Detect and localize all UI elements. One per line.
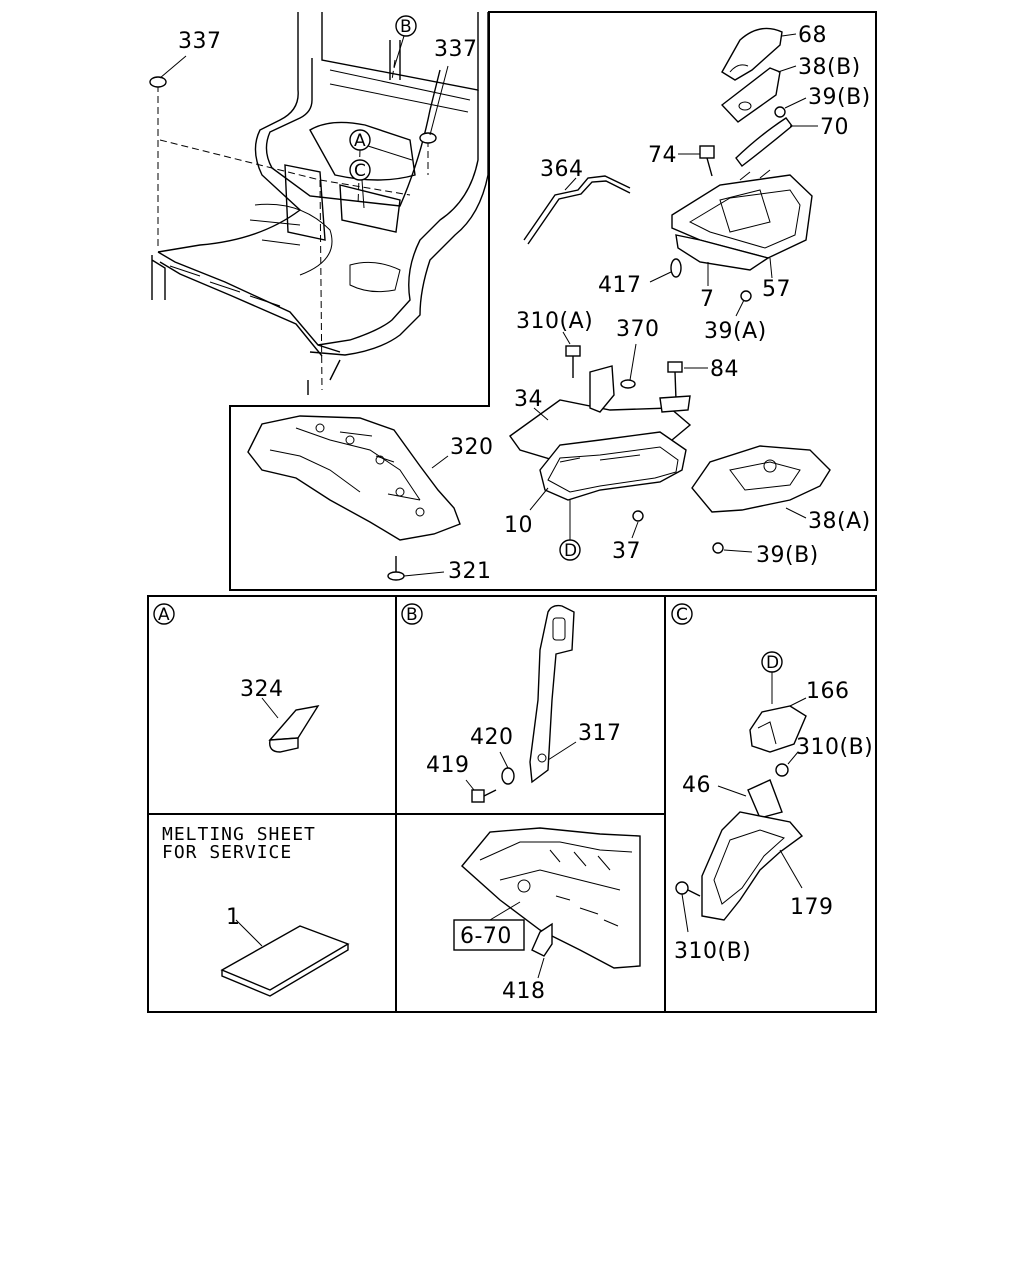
- callout-417: 417: [598, 273, 642, 298]
- screw-39a: [740, 290, 752, 302]
- bolt-74: [699, 145, 715, 177]
- callout-38b: 38(B): [798, 55, 861, 80]
- reference-box: [453, 919, 525, 951]
- callout-321: 321: [448, 559, 492, 584]
- note-line-2: FOR SERVICE: [162, 842, 292, 863]
- callout-46: 46: [682, 773, 711, 798]
- callout-166: 166: [806, 679, 850, 704]
- callout-7: 7: [700, 287, 715, 312]
- circle-a-letter: A: [354, 131, 366, 151]
- callout-337-right: 337: [434, 37, 478, 62]
- callout-310b-top: 310(B): [796, 735, 873, 760]
- part-364-rod: [523, 175, 631, 241]
- callout-179: 179: [790, 895, 834, 920]
- callout-420: 420: [470, 725, 514, 750]
- circle-b-letter: B: [400, 17, 412, 37]
- circle-d-letter: D: [564, 541, 577, 561]
- clip-321: [387, 556, 405, 581]
- bolt-37: [632, 510, 644, 522]
- callout-84: 84: [710, 357, 739, 382]
- panel-a-letter: A: [158, 605, 170, 625]
- callout-324: 324: [240, 677, 284, 702]
- bolt-310b-bottom: [675, 881, 701, 897]
- part-57-battery-holder: [671, 169, 813, 259]
- screw-39b-top: [774, 106, 786, 118]
- callout-74: 74: [648, 143, 677, 168]
- part-10-battery-tray: [539, 431, 687, 501]
- part-324-clip: [268, 705, 320, 753]
- vehicle-floor-overview: [149, 12, 489, 395]
- main-frame: [229, 11, 877, 591]
- callout-370: 370: [616, 317, 660, 342]
- panel-c-d-letter: D: [766, 653, 779, 673]
- panel-b-letter: B: [406, 605, 418, 625]
- callout-317: 317: [578, 721, 622, 746]
- callout-70: 70: [820, 115, 849, 140]
- part-38b-bracket: [720, 67, 781, 123]
- overview-circle-a: A: [349, 129, 413, 161]
- callout-310b-bottom: 310(B): [674, 939, 751, 964]
- washer-420: [501, 767, 515, 785]
- grommet-337-right: [419, 132, 437, 144]
- part-38a-heat-shield: [691, 445, 831, 513]
- panel-c-letter: C: [676, 605, 688, 625]
- part-7-plate: [675, 234, 770, 271]
- main-circle-d: D: [559, 539, 581, 561]
- reference-box-label: 6-70: [460, 924, 512, 949]
- overview-circle-b: B: [393, 15, 417, 69]
- bolt-419: [471, 789, 497, 803]
- overview-circle-c: C: [349, 159, 371, 209]
- panel-c: C D 166 310(B) 46 179 310(B): [671, 603, 873, 964]
- panel-418-detail: 418 6-70: [453, 827, 641, 1004]
- panel-b: B 317 420 419: [401, 603, 622, 803]
- part-179-harness-bracket: [701, 811, 804, 921]
- part-320-floor-insulator: [247, 415, 461, 541]
- callout-57: 57: [762, 277, 791, 302]
- part-1-melting-sheet: [220, 925, 350, 997]
- callout-38a: 38(A): [808, 509, 871, 534]
- callout-310a: 310(A): [516, 309, 593, 334]
- part-418-pad: [531, 922, 553, 957]
- bolt-310a: [565, 345, 581, 378]
- part-166-clip: [749, 705, 807, 753]
- detail-grid: [147, 595, 877, 1013]
- part-317-stay: [529, 604, 575, 784]
- screw-39b-bottom: [712, 542, 724, 554]
- callout-37: 37: [612, 539, 641, 564]
- grommet-370: [620, 379, 636, 389]
- part-70-strap: [735, 117, 793, 167]
- note-line-1: MELTING SHEET: [162, 824, 316, 845]
- grommet-337-left: [149, 76, 167, 88]
- panel-melting-sheet: MELTING SHEET FOR SERVICE 1: [162, 824, 350, 997]
- bolt-84: [667, 361, 683, 401]
- callout-10: 10: [504, 513, 533, 538]
- callout-39b-bottom: 39(B): [756, 543, 819, 568]
- callout-1: 1: [226, 905, 241, 930]
- callout-419: 419: [426, 753, 470, 778]
- callout-39a: 39(A): [704, 319, 767, 344]
- part-46-bracket: [747, 779, 783, 819]
- part-68-cover: [721, 27, 783, 81]
- nut-417: [670, 258, 682, 278]
- callout-34: 34: [514, 387, 543, 412]
- callout-68: 68: [798, 23, 827, 48]
- callout-39b-top: 39(B): [808, 85, 871, 110]
- callout-364: 364: [540, 157, 584, 182]
- bolt-310b-top: [775, 763, 789, 777]
- callout-418: 418: [502, 979, 546, 1004]
- callout-337-left: 337: [178, 29, 222, 54]
- panel-a: A 324: [153, 603, 320, 753]
- circle-c-letter: C: [354, 161, 366, 181]
- callout-320: 320: [450, 435, 494, 460]
